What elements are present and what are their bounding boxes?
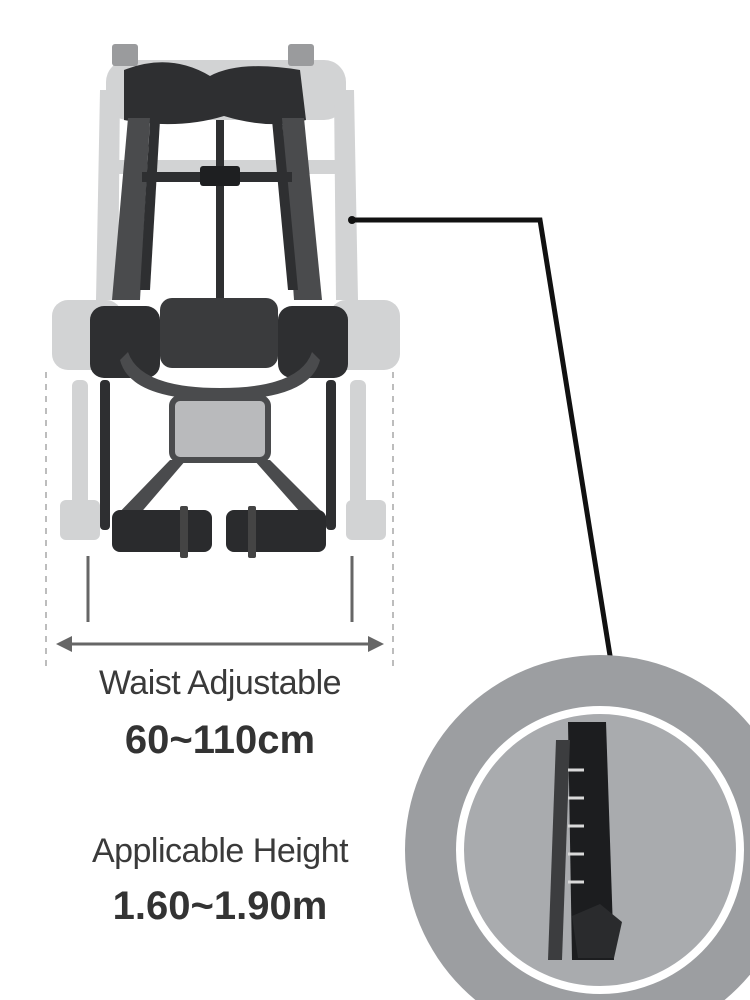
adjustment-detail-zoom bbox=[405, 655, 750, 1000]
waist-label: Waist Adjustable bbox=[98, 664, 342, 702]
callout-line bbox=[352, 217, 615, 669]
exoskeleton-frame bbox=[90, 44, 348, 558]
waist-value: 60~110cm bbox=[124, 718, 316, 762]
dashed-guides bbox=[45, 372, 394, 670]
waist-dimension-indicator bbox=[56, 556, 384, 652]
height-label: Applicable Height bbox=[91, 832, 349, 870]
height-value: 1.60~1.90m bbox=[112, 884, 328, 928]
